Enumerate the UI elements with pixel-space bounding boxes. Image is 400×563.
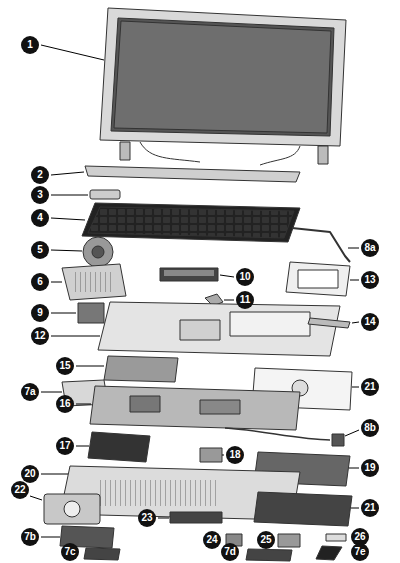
callout-number: 21 [361,378,379,396]
callout-number: 13 [361,271,379,289]
callout-number: 23 [138,509,156,527]
callout-number: 14 [361,313,379,331]
callout-number: 1 [21,36,39,54]
callout-number: 3 [31,186,49,204]
callout-number: 10 [236,268,254,286]
callout-number: 19 [361,459,379,477]
callout-number: 11 [236,291,254,309]
callout-number: 21 [361,499,379,517]
callout-number: 2 [31,166,49,184]
callout-number: 12 [31,327,49,345]
callout-number: 17 [56,437,74,455]
callout-number: 5 [31,241,49,259]
callout-number: 22 [11,481,29,499]
callout-number: 7d [221,543,239,561]
callout-number: 6 [31,273,49,291]
callout-number: 7a [21,383,39,401]
callout-number: 7b [21,528,39,546]
callout-number: 18 [226,446,244,464]
callout-number: 15 [56,357,74,375]
callout-number: 4 [31,209,49,227]
callout-number: 8a [361,239,379,257]
callout-number: 9 [31,304,49,322]
callout-number: 25 [257,531,275,549]
callout-number: 8b [361,419,379,437]
callout-number: 16 [56,395,74,413]
callout-number: 7e [351,543,369,561]
callout-number: 24 [203,531,221,549]
callout-number: 7c [61,543,79,561]
callout-number: 20 [21,465,39,483]
